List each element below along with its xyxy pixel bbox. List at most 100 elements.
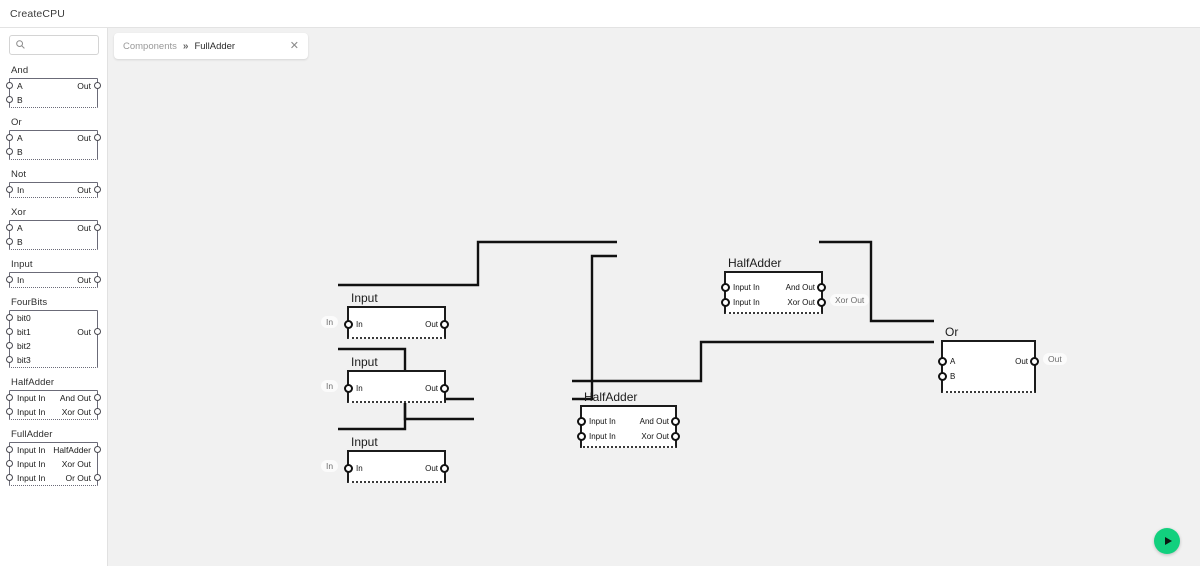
palette-output-port[interactable] [94, 186, 101, 193]
palette-output-port[interactable] [94, 446, 101, 453]
canvas-port-row: B [943, 369, 1034, 384]
canvas-input-port[interactable] [344, 320, 353, 329]
search-input[interactable] [9, 35, 99, 55]
canvas-input-label: In [356, 320, 363, 329]
close-icon[interactable]: ✕ [289, 39, 299, 52]
palette-input-port[interactable] [6, 82, 13, 89]
search-field-wrapper[interactable] [9, 35, 99, 55]
canvas-output-label: And Out [785, 282, 815, 292]
palette-output-label: Out [77, 275, 91, 285]
canvas-output-port[interactable] [671, 416, 680, 426]
palette-input-label: bit3 [17, 355, 31, 365]
run-simulation-button[interactable] [1154, 528, 1180, 554]
canvas-output-port[interactable] [817, 297, 826, 307]
canvas-input-port[interactable] [344, 384, 353, 393]
palette-output-port[interactable] [94, 408, 101, 415]
palette-item-label: FullAdder [11, 429, 53, 440]
external-output-label: Out [1043, 352, 1067, 365]
canvas-output-port[interactable] [671, 431, 680, 441]
palette-output-label: Out [77, 185, 91, 195]
canvas-output-port[interactable] [817, 282, 826, 292]
palette-input-port[interactable] [6, 186, 13, 193]
canvas-input-label: Input In [733, 282, 760, 292]
canvas-input-port[interactable] [721, 282, 730, 292]
palette-input-port[interactable] [6, 224, 13, 231]
palette-input-port[interactable] [6, 148, 13, 155]
palette-output-port[interactable] [94, 394, 101, 401]
canvas-output-port[interactable] [440, 384, 449, 393]
breadcrumb-root[interactable]: Components [123, 40, 177, 52]
canvas-output-port[interactable] [440, 320, 449, 329]
canvas-output-label: Xor Out [787, 297, 815, 307]
palette-input-port[interactable] [6, 134, 13, 141]
external-input-label: In [321, 460, 339, 472]
palette-output-port[interactable] [94, 474, 101, 481]
palette-input-port[interactable] [6, 328, 13, 335]
palette-input-port[interactable] [6, 460, 13, 467]
palette-port-row: B [10, 235, 97, 249]
palette-input-label: B [17, 237, 23, 247]
canvas-output-label: Out [1015, 356, 1028, 366]
palette-item-label: HalfAdder [11, 377, 55, 388]
palette-input-port[interactable] [6, 342, 13, 349]
palette-input-port[interactable] [6, 314, 13, 321]
canvas-input-port[interactable] [577, 416, 586, 426]
palette-output-port[interactable] [94, 134, 101, 141]
palette-input-port[interactable] [6, 394, 13, 401]
palette-input-port[interactable] [6, 446, 13, 453]
wire-layer [338, 240, 934, 431]
palette-output-port[interactable] [94, 328, 101, 335]
canvas-input-port[interactable] [344, 464, 353, 473]
palette-item-label: Input [11, 259, 33, 270]
canvas-input-port[interactable] [721, 297, 730, 307]
canvas-output-port[interactable] [1030, 356, 1039, 366]
canvas-input-port[interactable] [938, 356, 947, 366]
palette-input-port[interactable] [6, 276, 13, 283]
palette-output-port[interactable] [94, 276, 101, 283]
breadcrumb[interactable]: Components » FullAdder ✕ [114, 33, 308, 59]
app-title: CreateCPU [10, 7, 66, 20]
palette-input-port[interactable] [6, 474, 13, 481]
palette-output-port[interactable] [94, 224, 101, 231]
palette-input-port[interactable] [6, 96, 13, 103]
palette-input-label: Input In [17, 393, 46, 403]
palette-input-port[interactable] [6, 356, 13, 363]
top-bar: CreateCPU [0, 0, 1200, 28]
canvas-output-port[interactable] [440, 464, 449, 473]
palette-output-port[interactable] [94, 82, 101, 89]
canvas-input-port[interactable] [577, 431, 586, 441]
canvas-input-port[interactable] [938, 371, 947, 381]
palette-input-port[interactable] [6, 408, 13, 415]
palette-input-port[interactable] [6, 238, 13, 245]
